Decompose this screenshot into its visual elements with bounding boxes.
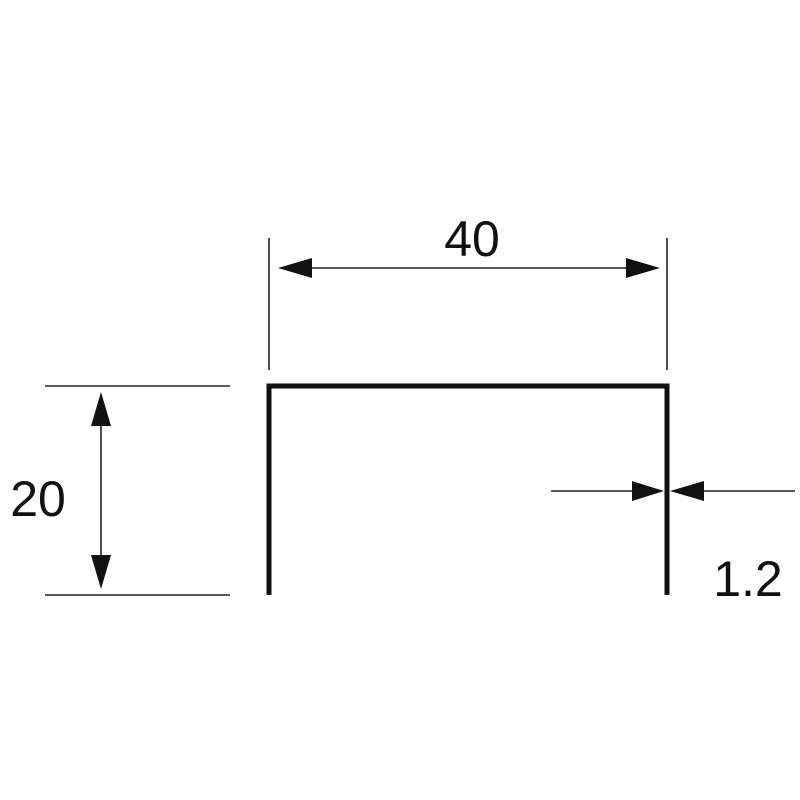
height-label: 20 <box>10 471 66 527</box>
thickness-label: 1.2 <box>713 551 783 607</box>
width-dimension: 40 <box>268 211 668 370</box>
height-arrow-up-icon <box>91 392 111 426</box>
channel-profile-outline <box>266 383 670 595</box>
height-arrow-down-icon <box>91 555 111 589</box>
height-dimension: 20 <box>10 385 230 596</box>
width-arrow-right-icon <box>626 258 660 278</box>
thickness-dimension: 1.2 <box>551 481 795 607</box>
thickness-arrow-right-icon <box>632 481 664 501</box>
thickness-arrow-left-icon <box>670 481 704 501</box>
width-label: 40 <box>444 211 500 267</box>
width-arrow-left-icon <box>278 258 312 278</box>
